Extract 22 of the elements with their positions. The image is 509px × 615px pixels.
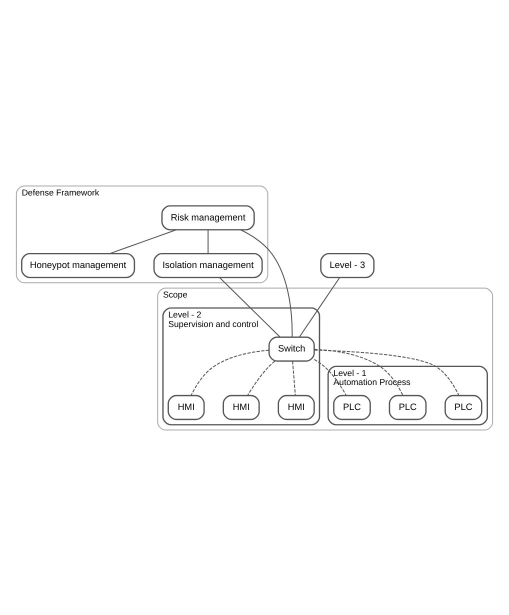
node-box: Switch: [268, 336, 315, 362]
node-box: HMI: [278, 394, 315, 420]
connector: [314, 349, 460, 396]
connector: [240, 228, 293, 338]
connector: [298, 276, 340, 338]
node-box: Level - 3: [320, 252, 375, 278]
connector: [109, 228, 177, 254]
node-box: HMI: [222, 394, 260, 420]
connector: [219, 276, 281, 338]
connector: [208, 228, 209, 254]
connector: [314, 348, 404, 396]
connector: [247, 360, 276, 396]
node-box: PLC: [444, 394, 482, 420]
node-box: Honeypot management: [21, 252, 136, 278]
connector: [190, 349, 270, 396]
connector: [314, 358, 347, 396]
node-box: Risk management: [161, 204, 255, 230]
node-box: PLC: [388, 394, 427, 420]
node-box: PLC: [333, 394, 371, 420]
node-box: HMI: [168, 394, 205, 420]
connector: [292, 360, 296, 396]
node-box: Isolation management: [153, 252, 263, 278]
